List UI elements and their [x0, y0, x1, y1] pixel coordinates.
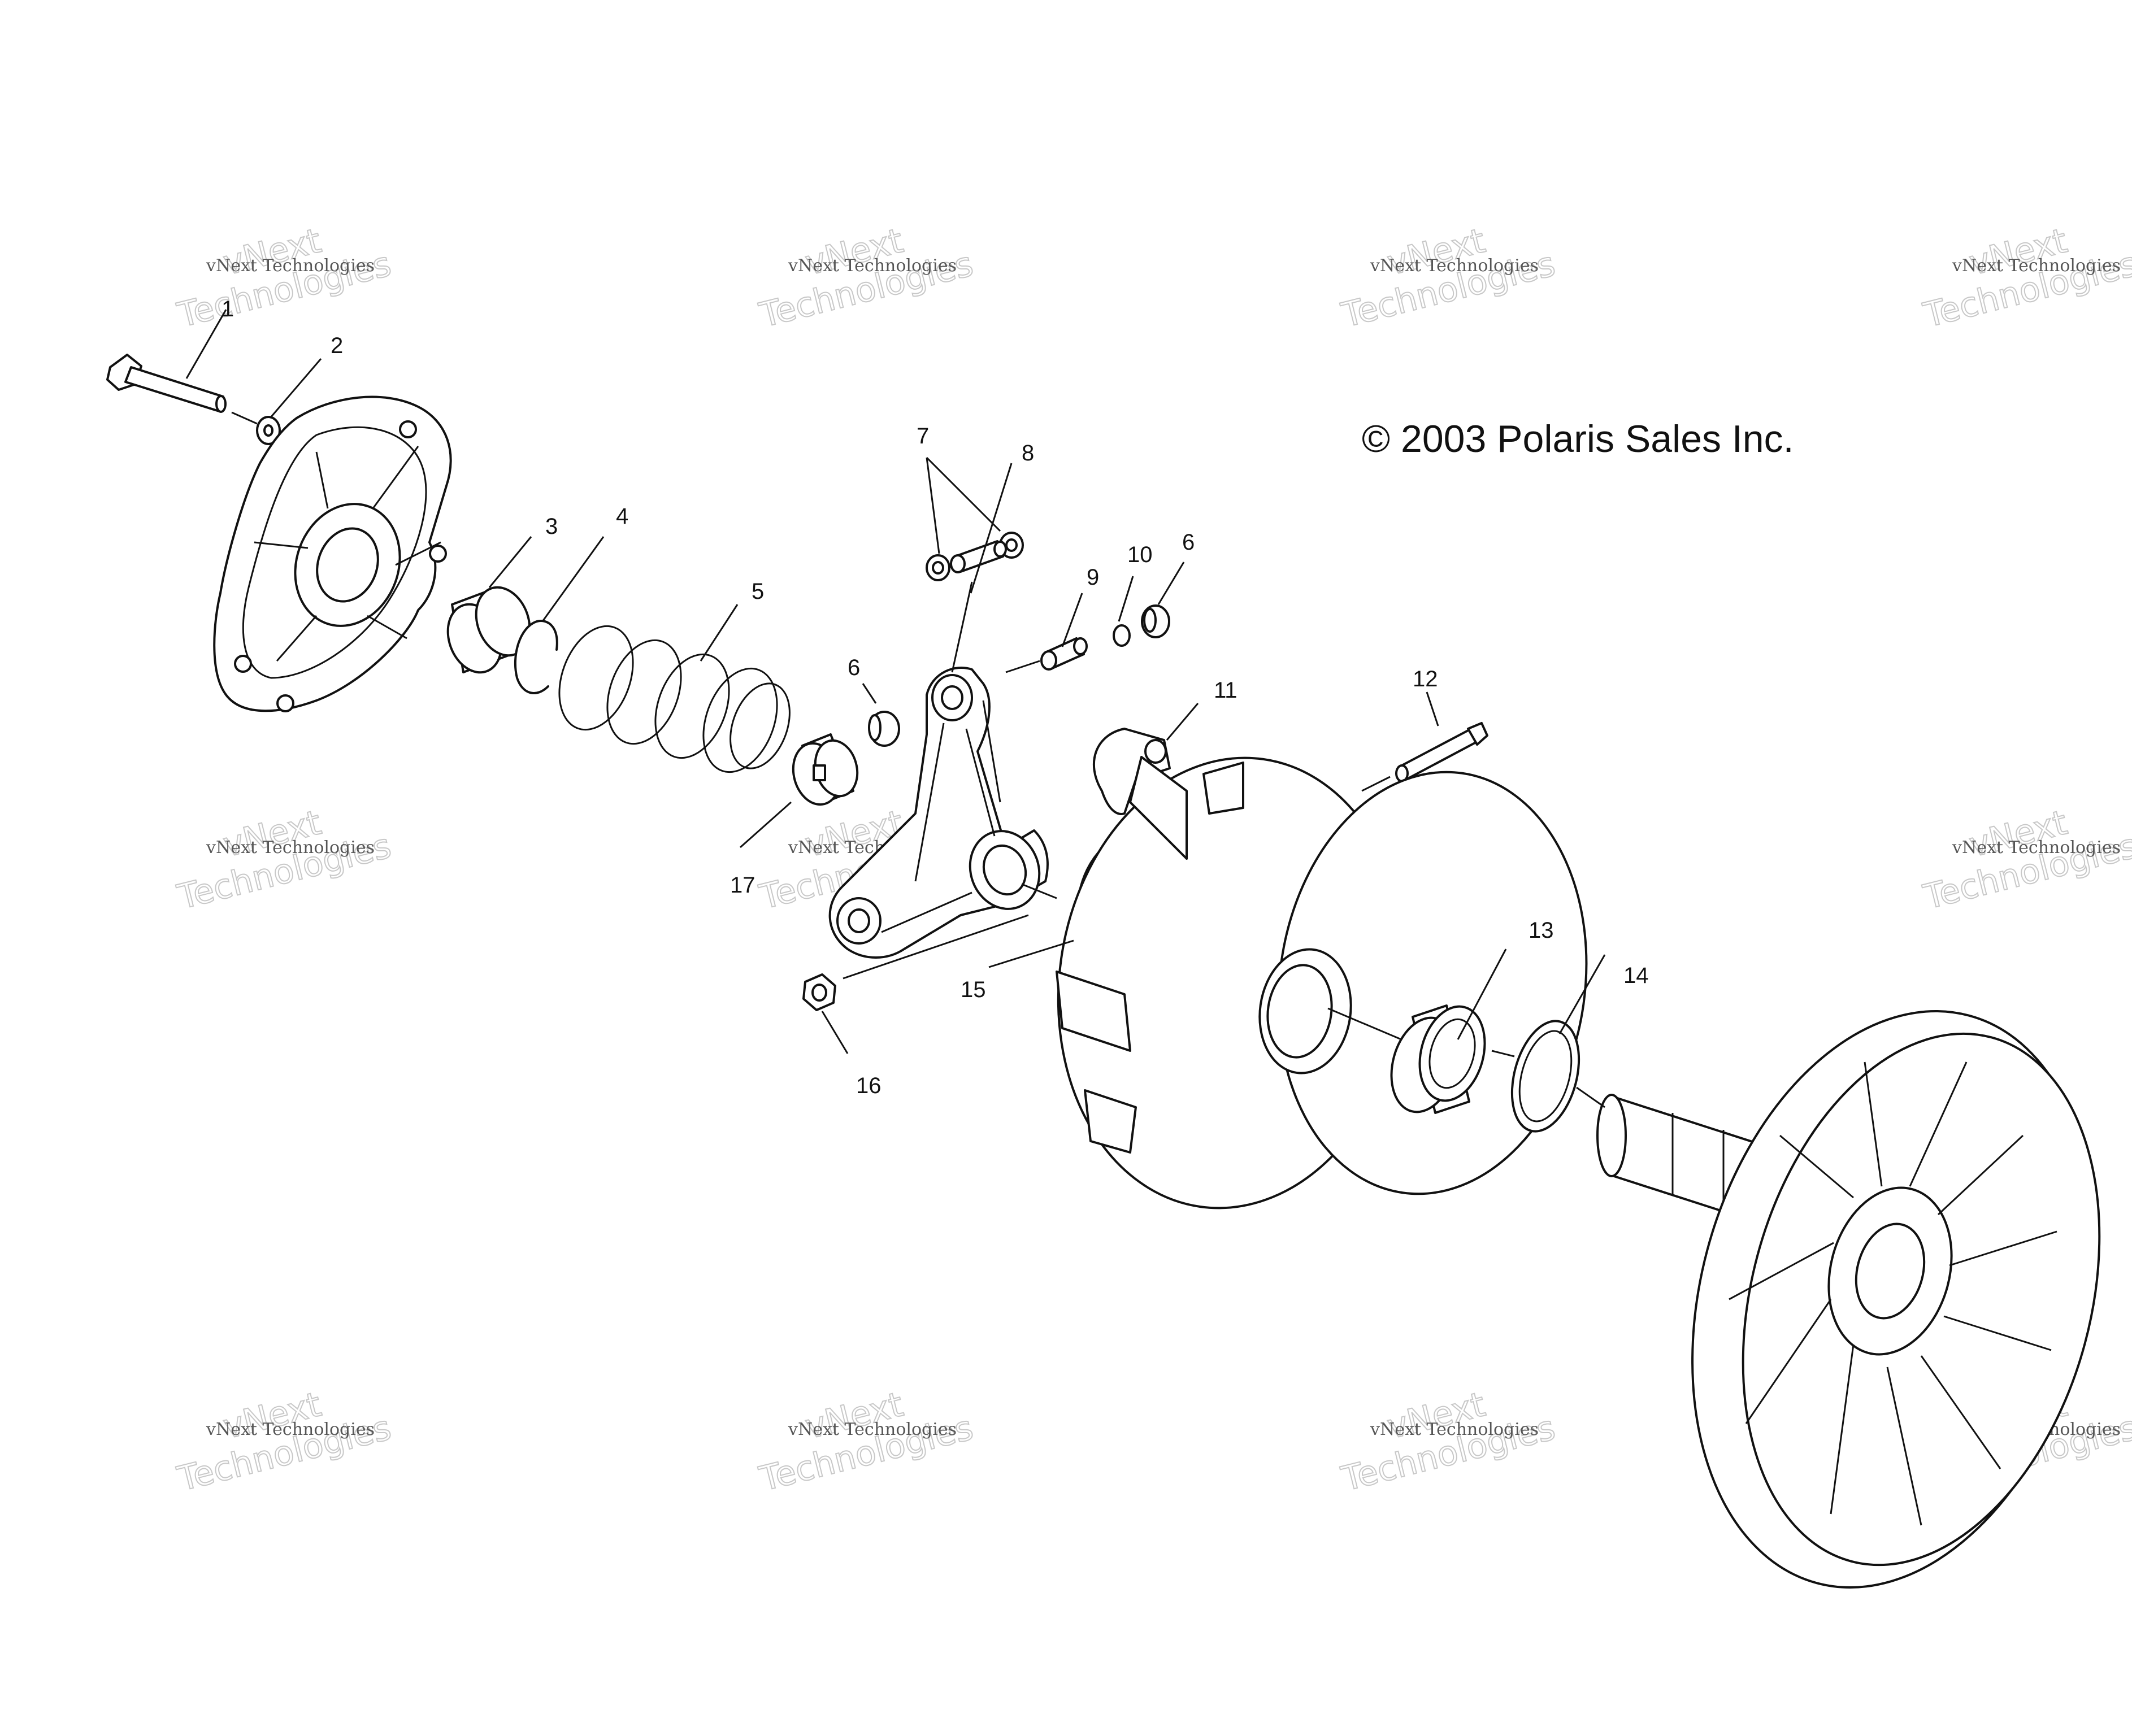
moveable-sheave [1056, 756, 1588, 1209]
part-13-bushing [1390, 1004, 1486, 1114]
part-6-roller [1141, 604, 1170, 638]
part-7-washer [926, 554, 950, 581]
callout-3: 3 [545, 514, 558, 539]
part-10-washer [1113, 624, 1131, 647]
callout-16: 16 [856, 1073, 882, 1098]
callout-6: 6 [848, 655, 860, 680]
watermark: vNext Technologies vNext Technologies [1919, 802, 2132, 918]
watermark: vNext Technologies vNext Technologies [173, 220, 396, 336]
cover-housing [213, 395, 452, 712]
part-5-spring [558, 625, 791, 773]
part-8-pin [950, 540, 1007, 573]
callout-11: 11 [1214, 678, 1237, 703]
part-3-bushing [446, 586, 531, 674]
callout-1: 1 [222, 297, 234, 321]
part-4-snap-ring [514, 620, 558, 694]
svg-text:vNext Technologies: vNext Technologies [788, 256, 957, 276]
svg-text:vNext Technologies: vNext Technologies [1952, 838, 2121, 858]
fixed-sheave [1596, 1010, 2101, 1589]
part-16-nut [802, 973, 836, 1011]
svg-text:vNext Technologies: vNext Technologies [788, 1420, 957, 1439]
copyright-text: © 2003 Polaris Sales Inc. [1362, 417, 1794, 460]
svg-text:vNext Technologies: vNext Technologies [1952, 256, 2121, 276]
callout-17: 17 [730, 873, 755, 898]
part-6-roller [868, 711, 900, 747]
watermark: vNext Technologies vNext Technologies [1337, 220, 1560, 336]
svg-text:vNext Technologies: vNext Technologies [1370, 1420, 1539, 1439]
callout-12: 12 [1413, 667, 1438, 691]
svg-text:vNext Technologies: vNext Technologies [1370, 256, 1539, 276]
callout-10: 10 [1127, 542, 1153, 567]
part-17-bushing [792, 733, 859, 806]
svg-text:vNext Technologies: vNext Technologies [206, 1420, 375, 1439]
callout-4: 4 [616, 504, 628, 529]
callout-2: 2 [331, 333, 343, 358]
part-14-ring [1510, 1020, 1580, 1133]
callout-labels: 1 2 3 4 5 6 6 7 8 9 10 11 12 13 14 15 16… [222, 297, 1649, 1098]
spider-arm [828, 667, 1049, 959]
callout-8: 8 [1022, 441, 1034, 465]
callout-14: 14 [1623, 963, 1649, 988]
svg-text:vNext Technologies: vNext Technologies [206, 838, 375, 858]
part-1-bolt [106, 354, 227, 413]
svg-text:vNext Technologies: vNext Technologies [206, 256, 375, 276]
watermark: vNext Technologies vNext Technologies [173, 1384, 396, 1500]
part-12-bolt [1395, 722, 1488, 782]
callout-7: 7 [917, 424, 929, 449]
watermark: vNext Technologies vNext Technologies [1337, 1384, 1560, 1500]
callout-6: 6 [1182, 530, 1195, 555]
part-9-pin [1040, 637, 1088, 671]
callout-15: 15 [961, 977, 986, 1002]
leader-lines [185, 309, 1606, 1108]
part-11-weight [1092, 728, 1171, 815]
watermark: vNext Technologies vNext Technologies [173, 802, 396, 918]
watermark: vNext Technologies vNext Technologies [1919, 220, 2132, 336]
watermark: vNext Technologies vNext Technologies [755, 1384, 978, 1500]
callout-5: 5 [752, 579, 764, 604]
watermark: vNext Technologies vNext Technologies [755, 220, 978, 336]
callout-9: 9 [1087, 565, 1099, 590]
callout-13: 13 [1529, 918, 1554, 943]
part-2-washer [256, 416, 281, 445]
